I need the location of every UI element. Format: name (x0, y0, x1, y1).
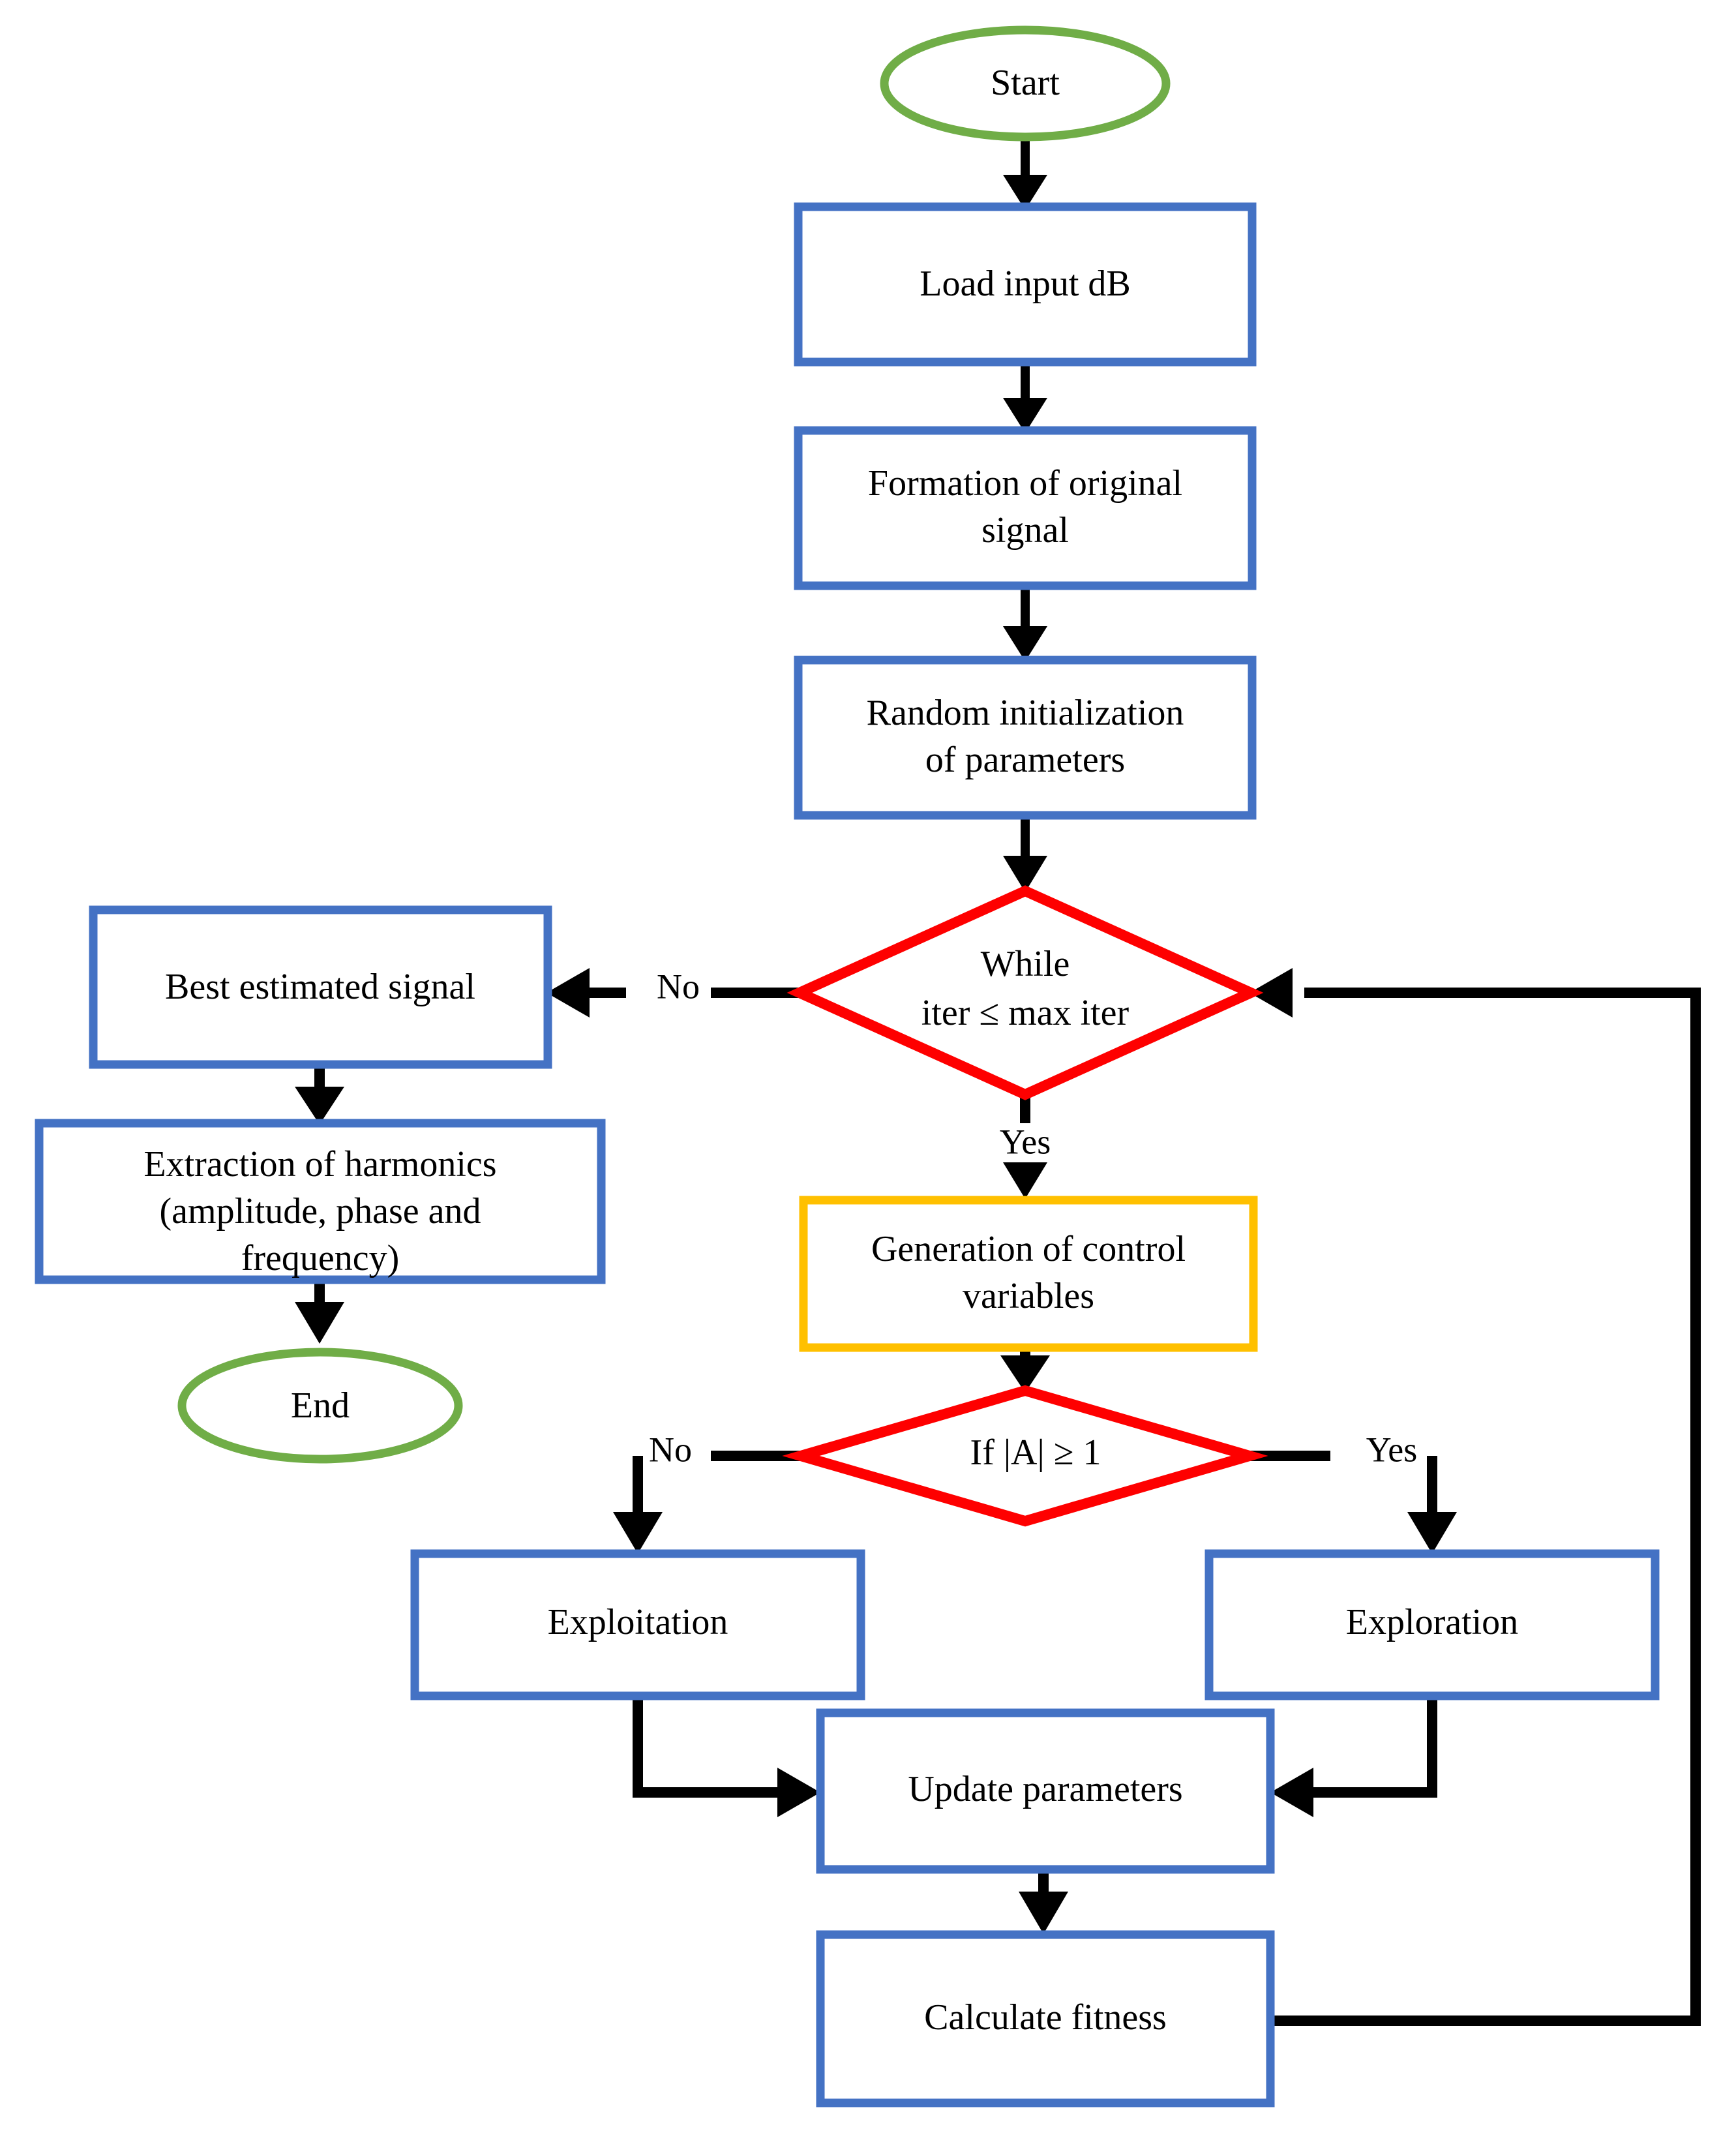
node-exploration[interactable]: Exploration (1205, 1549, 1660, 1700)
amplitude-decision-diamond (782, 1385, 1268, 1527)
random-init-box (794, 656, 1257, 820)
end-label: End (291, 1385, 350, 1426)
best-signal-label: Best estimated signal (165, 967, 475, 1007)
best-signal-box (89, 905, 552, 1069)
edge-label-while-no: No (657, 967, 700, 1006)
calculate-fitness-label: Calculate fitness (924, 1997, 1167, 2038)
node-update-params[interactable]: Update parameters (816, 1708, 1275, 1874)
update-params-label: Update parameters (908, 1769, 1182, 1809)
node-formation[interactable]: Formation of original signal (794, 426, 1257, 590)
node-random-init[interactable]: Random initialization of parameters (794, 656, 1257, 820)
node-load-input[interactable]: Load input dB (794, 202, 1257, 367)
connector-extraction-to-end (295, 1280, 344, 1344)
connector-amplitude-no-to-exploitation (613, 1451, 801, 1554)
connector-fitness-feedback-to-while (1250, 968, 1701, 2026)
control-vars-label-line1: Generation of control (871, 1229, 1186, 1269)
load-input-box (794, 202, 1257, 367)
update-params-box (816, 1708, 1275, 1874)
random-init-label-line1: Random initialization (867, 693, 1184, 733)
node-start[interactable]: Start (880, 25, 1171, 142)
random-init-label-line2: of parameters (925, 740, 1125, 780)
edge-label-while-yes: Yes (1000, 1122, 1051, 1161)
node-extraction[interactable]: Extraction of harmonics (amplitude, phas… (35, 1119, 606, 1284)
node-exploitation[interactable]: Exploitation (410, 1549, 865, 1700)
connector-update-to-fitness (1019, 1869, 1068, 1934)
start-label: Start (991, 63, 1060, 103)
node-amplitude-decision[interactable]: If |A| ≥ 1 (782, 1385, 1268, 1527)
control-vars-label-line2: variables (963, 1276, 1094, 1316)
control-vars-box (799, 1196, 1258, 1352)
connector-while-no-to-best-signal (546, 968, 800, 1018)
start-ellipse (880, 25, 1171, 142)
connector-random-to-while (1003, 815, 1047, 892)
connector-load-to-formation (1003, 362, 1047, 433)
node-best-signal[interactable]: Best estimated signal (89, 905, 552, 1069)
amplitude-decision-label: If |A| ≥ 1 (970, 1432, 1101, 1473)
formation-label-line2: signal (981, 510, 1069, 551)
while-decision-label-line1: While (981, 944, 1070, 984)
connector-exploitation-to-update (633, 1696, 820, 1817)
exploration-label: Exploration (1346, 1602, 1518, 1642)
exploration-box (1205, 1549, 1660, 1700)
extraction-label-line1: Extraction of harmonics (143, 1144, 496, 1185)
exploitation-box (410, 1549, 865, 1700)
node-control-vars[interactable]: Generation of control variables (799, 1196, 1258, 1352)
extraction-box (35, 1119, 606, 1284)
calculate-fitness-box (816, 1930, 1275, 2107)
extraction-label-line3: frequency) (241, 1238, 400, 1278)
exploitation-label: Exploitation (548, 1602, 728, 1642)
while-decision-label-line2: iter ≤ max iter (921, 993, 1130, 1033)
node-calculate-fitness[interactable]: Calculate fitness (816, 1930, 1275, 2107)
node-while-decision[interactable]: While iter ≤ max iter (786, 885, 1264, 1100)
edge-label-amplitude-yes: Yes (1366, 1430, 1418, 1469)
end-ellipse (177, 1348, 463, 1464)
formation-box (794, 426, 1257, 590)
edge-label-amplitude-no: No (649, 1430, 692, 1469)
node-end[interactable]: End (177, 1348, 463, 1464)
connector-exploration-to-update (1270, 1696, 1437, 1817)
extraction-label-line2: (amplitude, phase and (160, 1191, 481, 1231)
connector-amplitude-yes-to-exploration (1250, 1451, 1457, 1554)
load-input-label: Load input dB (920, 264, 1131, 304)
connector-best-signal-to-extraction (295, 1064, 344, 1125)
connector-formation-to-random (1003, 586, 1047, 661)
connector-start-to-load (1003, 137, 1047, 210)
formation-label-line1: Formation of original (868, 463, 1182, 504)
while-decision-diamond (786, 885, 1264, 1100)
